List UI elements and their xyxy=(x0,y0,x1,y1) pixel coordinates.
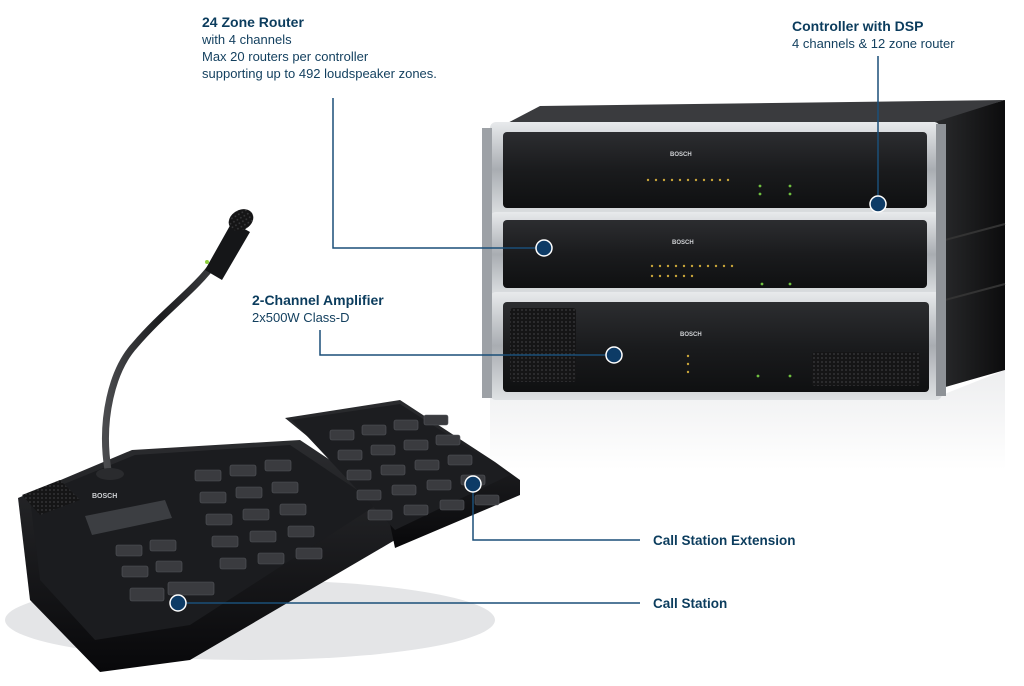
call-station-marker xyxy=(169,594,187,612)
amplifier-callout-title: 2-Channel Amplifier xyxy=(252,292,384,308)
router-callout-line: supporting up to 492 loudspeaker zones. xyxy=(202,66,437,81)
call-station: BOSCH xyxy=(5,209,520,672)
gooseneck-microphone xyxy=(96,209,254,480)
router-callout: 24 Zone Router with 4 channels Max 20 ro… xyxy=(202,14,437,82)
controller-unit: BOSCH xyxy=(490,122,940,217)
extension-callout-title: Call Station Extension xyxy=(653,533,796,548)
brand-logo: BOSCH xyxy=(672,240,694,246)
callout-markers xyxy=(169,195,887,612)
router-callout-title: 24 Zone Router xyxy=(202,14,304,30)
extension-marker xyxy=(464,475,482,493)
brand-logo: BOSCH xyxy=(680,332,702,338)
amplifier-marker xyxy=(605,346,623,364)
router-callout-line: Max 20 routers per controller xyxy=(202,49,369,64)
controller-marker xyxy=(869,195,887,213)
amplifier-callout-line: 2x500W Class-D xyxy=(252,310,350,325)
call-station-callout: Call Station xyxy=(653,595,727,612)
brand-logo: BOSCH xyxy=(92,493,117,500)
controller-callout-title: Controller with DSP xyxy=(792,18,924,34)
callout-leaders xyxy=(178,56,879,604)
controller-callout-line: 4 channels & 12 zone router xyxy=(792,36,955,51)
controller-callout: Controller with DSP 4 channels & 12 zone… xyxy=(792,18,955,52)
call-station-extension xyxy=(285,400,520,548)
router-marker xyxy=(535,239,553,257)
extension-callout: Call Station Extension xyxy=(653,532,796,549)
brand-logo: BOSCH xyxy=(670,152,692,158)
call-station-callout-title: Call Station xyxy=(653,596,728,611)
router-unit: BOSCH xyxy=(490,212,940,297)
rack-stack: BOSCH BOSCH xyxy=(482,100,1006,400)
amplifier-unit: BOSCH xyxy=(490,292,942,400)
router-callout-line: with 4 channels xyxy=(202,32,292,47)
amplifier-callout: 2-Channel Amplifier 2x500W Class-D xyxy=(252,292,384,326)
